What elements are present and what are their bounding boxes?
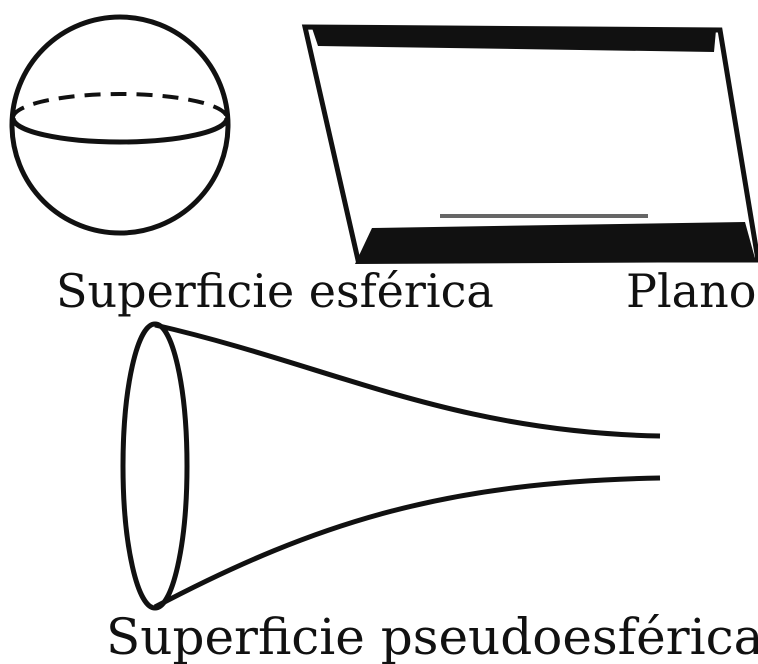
- pseudosphere-caption: Superficie pseudoesférica: [106, 608, 758, 664]
- sphere-equator-back: [11, 92, 229, 119]
- sphere-drawing: [9, 14, 231, 236]
- pseudosphere-drawing: [120, 321, 661, 611]
- plane-outline: [301, 24, 758, 263]
- plane-drawing: [301, 24, 758, 264]
- sphere-equator-front: [10, 117, 230, 145]
- pseudosphere-rim: [120, 321, 190, 611]
- plane-top-edge: [312, 28, 716, 52]
- pseudosphere-upper-edge: [154, 322, 661, 439]
- plane-bottom-edge: [355, 222, 756, 264]
- sphere-outline: [9, 14, 231, 236]
- pseudosphere-lower-edge: [153, 475, 661, 610]
- sphere-caption: Superficie esférica: [56, 264, 494, 318]
- plane-caption: Plano: [626, 264, 757, 318]
